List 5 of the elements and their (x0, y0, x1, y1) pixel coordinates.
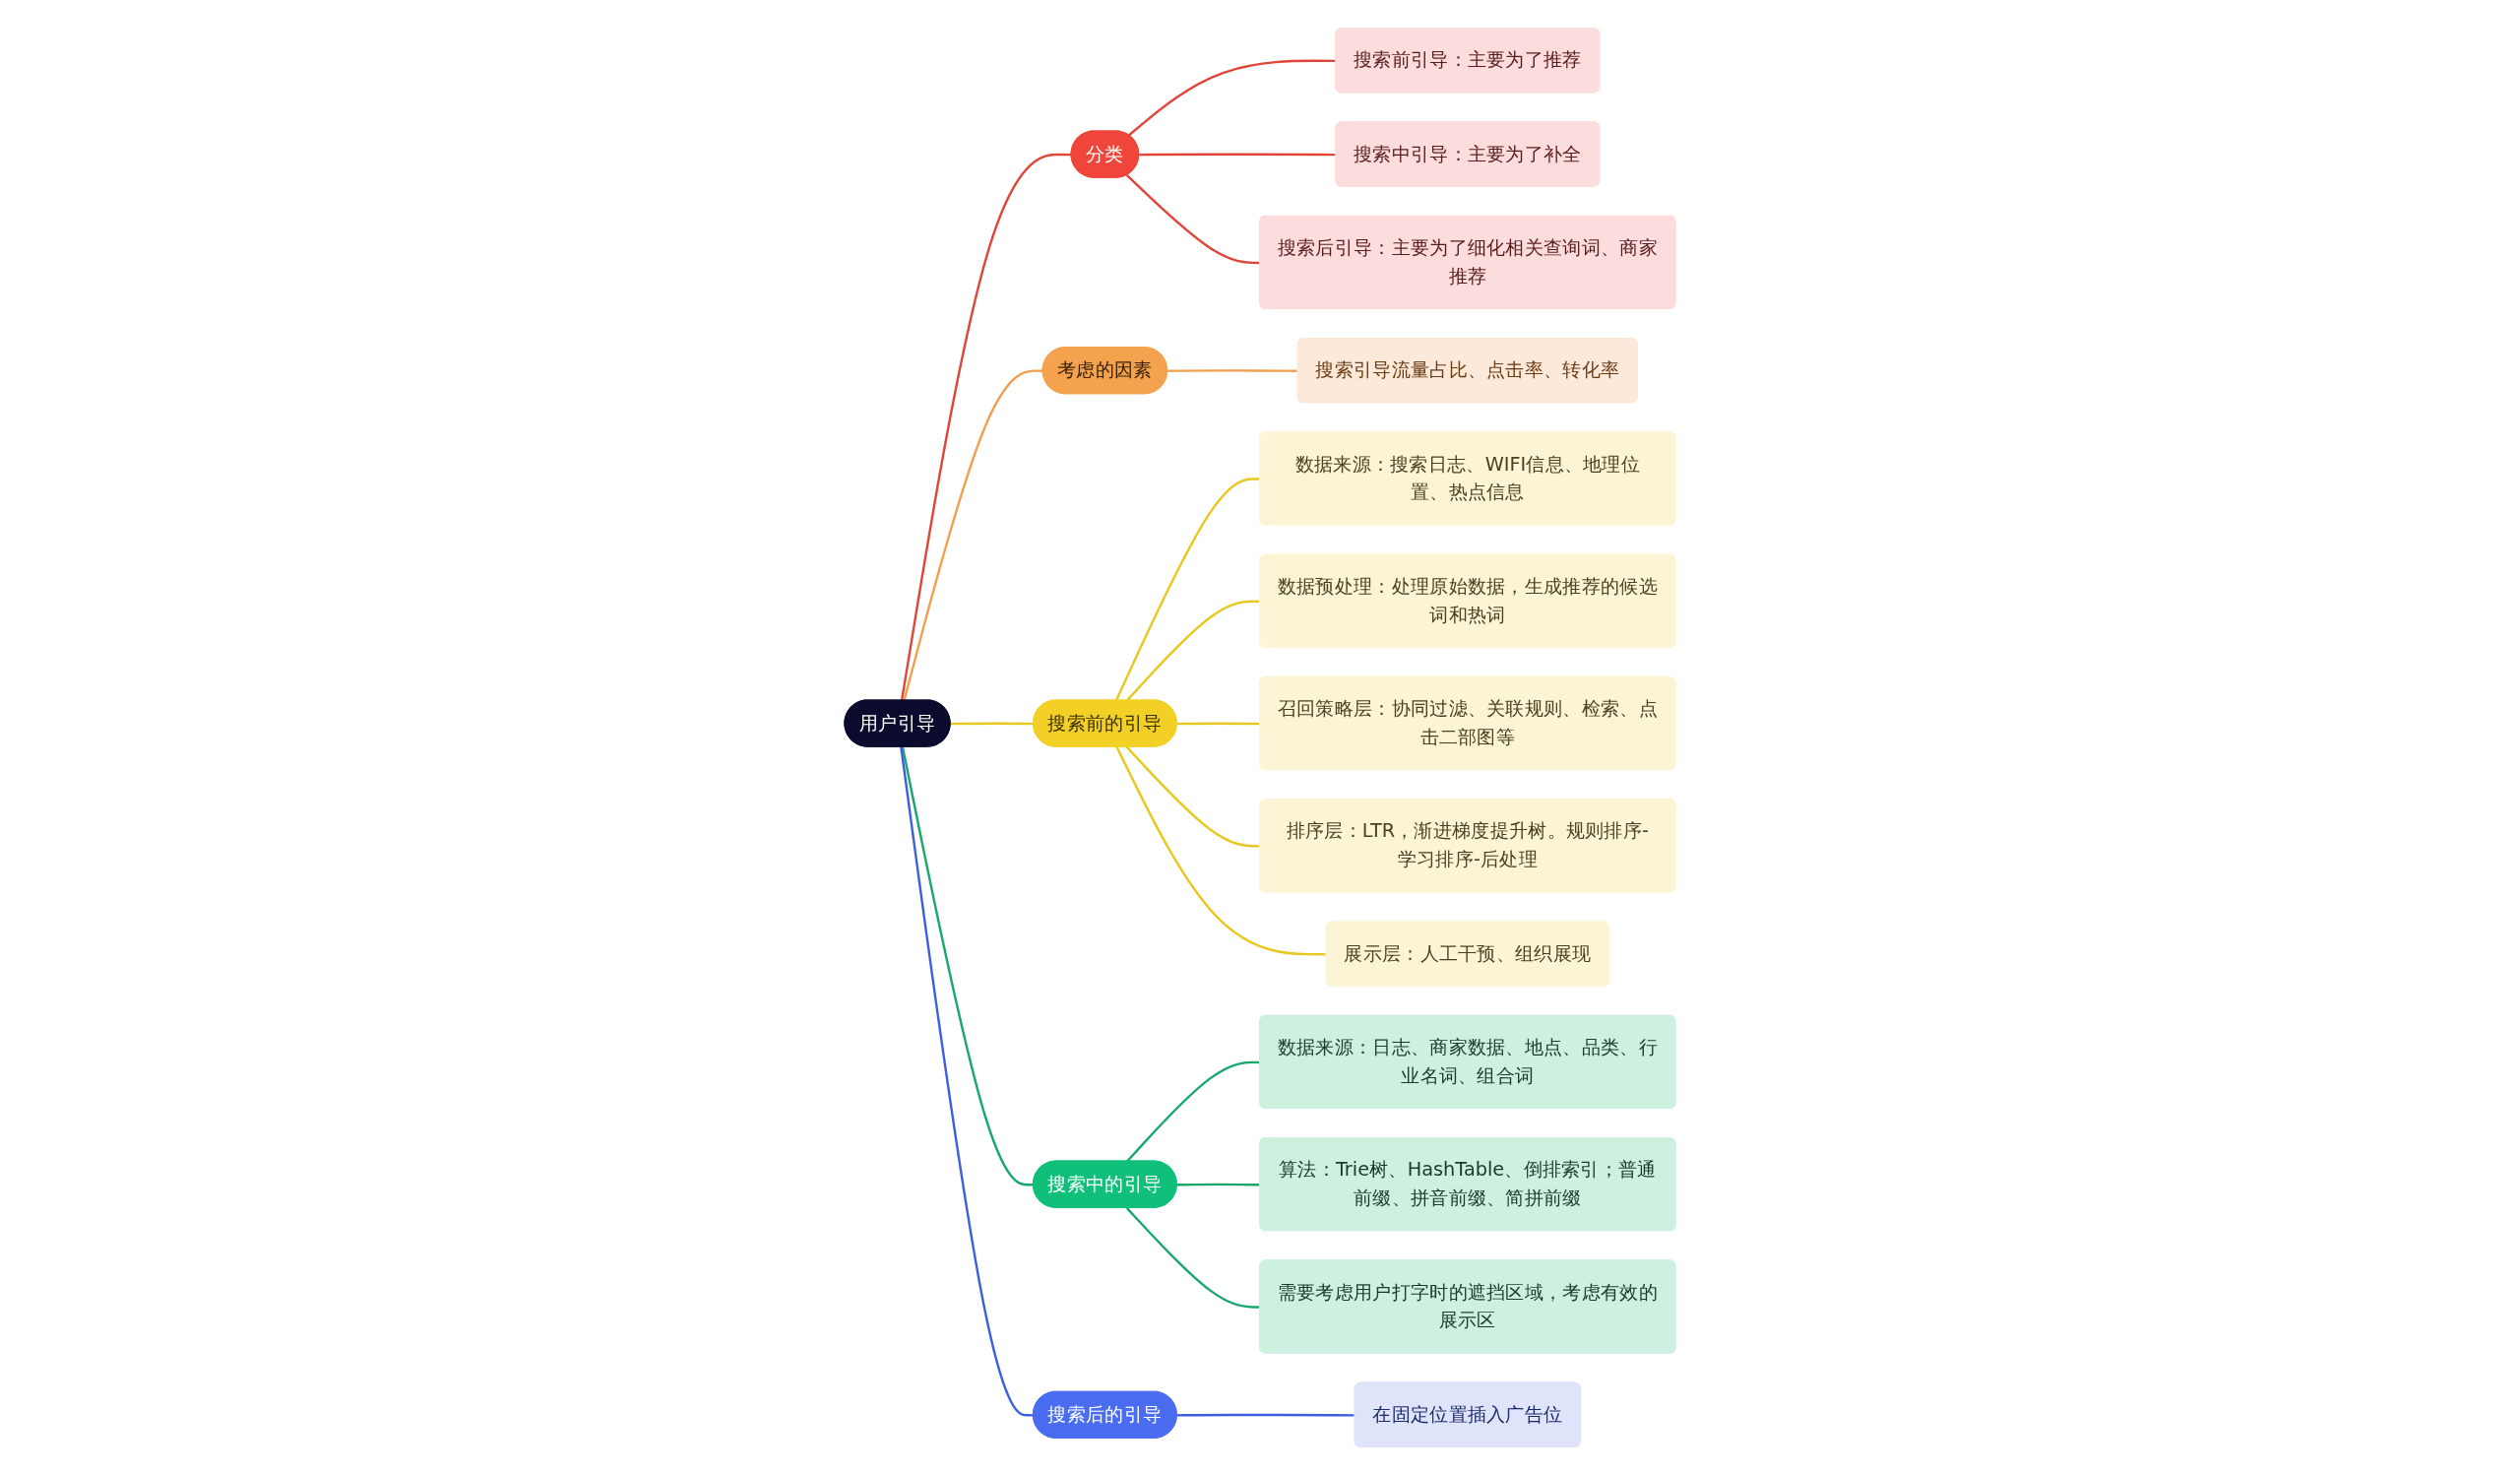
connector (903, 369, 1043, 701)
connector (900, 153, 1072, 701)
connector (1167, 369, 1298, 372)
connector (1176, 1413, 1355, 1417)
connector (1115, 746, 1327, 956)
